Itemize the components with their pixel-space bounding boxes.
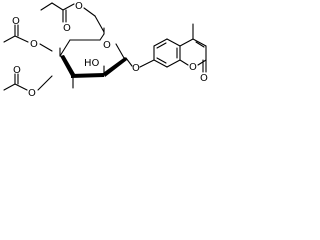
- atom-o-acetyl-bottom-carbonyl: O: [13, 65, 21, 76]
- atom-o-acetyl-bottom-ester: O: [28, 88, 36, 99]
- atom-o-lactone-ring: O: [189, 62, 197, 73]
- atom-o-ring: O: [103, 40, 111, 51]
- molecule-diagram: O O O O O O: [0, 0, 210, 119]
- atom-o-lactone-carbonyl: O: [200, 73, 208, 84]
- sugar-ring: [59, 27, 133, 89]
- atom-o-acetyl-left-ester: O: [30, 39, 38, 50]
- atom-o-acetyl-top-carbonyl: O: [63, 23, 71, 34]
- acetyl-left: [3, 24, 53, 52]
- bond-glycosidic: [139, 59, 155, 68]
- structure-drawing: O O O O O O: [3, 1, 208, 99]
- acetyl-bottom: [3, 73, 53, 91]
- atom-o-glycosidic: O: [132, 63, 140, 74]
- atom-hydroxyl: HO: [84, 58, 100, 69]
- atom-o-acetyl-top-ester: O: [75, 1, 83, 12]
- coumarin-core: [153, 23, 207, 73]
- atom-o-acetyl-left-carbonyl: O: [12, 16, 20, 27]
- acetyl-top: [40, 2, 105, 33]
